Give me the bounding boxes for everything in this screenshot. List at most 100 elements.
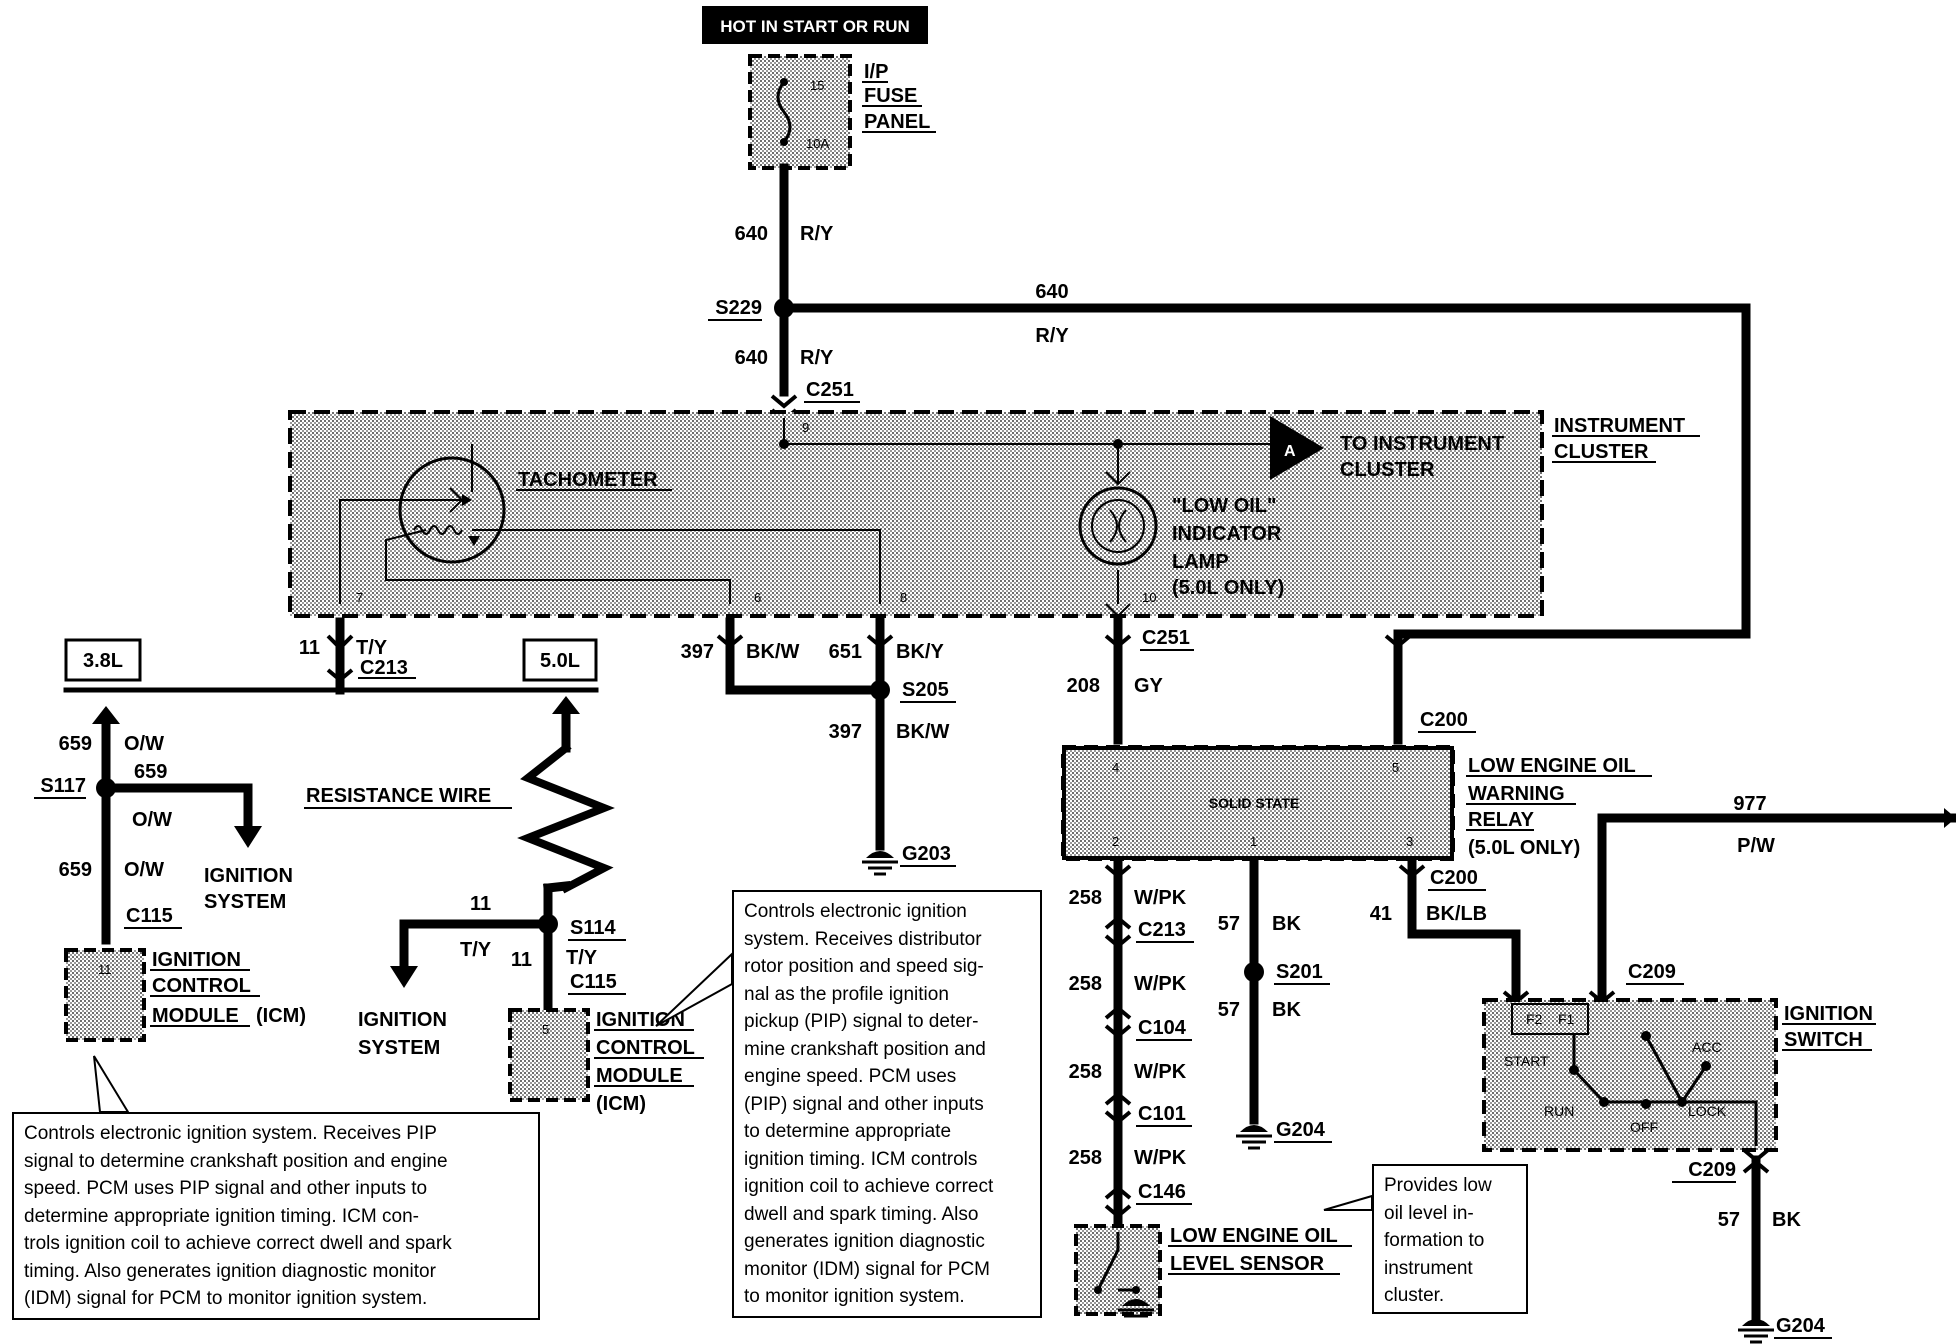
- note-left-line-3: speed. PCM uses PIP signal and other inp…: [24, 1178, 428, 1199]
- splice-s201-dot: [1244, 962, 1264, 982]
- ignition-system-right-2: SYSTEM: [358, 1037, 440, 1059]
- label-208: 208: [1067, 675, 1100, 697]
- note-right-line-3: formation to: [1384, 1230, 1485, 1251]
- label-bk-s201-bottom: BK: [1272, 999, 1301, 1021]
- label-659-bottom: 659: [59, 859, 92, 881]
- tachometer-gauge: [396, 456, 506, 564]
- ignition-switch-line-2: SWITCH: [1784, 1029, 1863, 1051]
- label-640-loop: 640: [1035, 281, 1068, 303]
- note-middle-line-3: rotor position and speed sig-: [744, 956, 984, 977]
- label-c115-left: C115: [126, 905, 173, 927]
- label-s229: S229: [715, 297, 762, 319]
- resistance-wire-label: RESISTANCE WIRE: [306, 785, 491, 807]
- note-left-line-5: trols ignition coil to achieve correct d…: [24, 1233, 452, 1254]
- resistance-wire-zigzag: [517, 742, 615, 894]
- fuse-number: 15: [810, 78, 824, 93]
- ground-g203: [862, 851, 898, 876]
- splice-s229-dot: [774, 298, 794, 318]
- switch-lock: LOCK: [1688, 1103, 1727, 1119]
- label-c209-top: C209: [1628, 961, 1676, 983]
- pin-6: 6: [754, 590, 761, 605]
- arrow-977-right: [1944, 808, 1956, 828]
- label-c251-top: C251: [806, 379, 854, 401]
- wires: [63, 163, 1956, 1325]
- switch-f2: F2: [1526, 1011, 1543, 1027]
- label-ow-bottom: O/W: [124, 859, 164, 881]
- note-left-line-6: timing. Also generates ignition diagnost…: [24, 1260, 436, 1282]
- label-ry-top: R/Y: [800, 223, 834, 245]
- label-s117: S117: [40, 775, 86, 797]
- label-640-mid: 640: [735, 347, 768, 369]
- relay-inner-label: SOLID STATE: [1209, 795, 1299, 811]
- label-11-tach: 11: [299, 637, 320, 659]
- wire-640-loop: [779, 303, 1751, 745]
- label-c104: C104: [1138, 1017, 1187, 1039]
- note-middle-line-5: pickup (PIP) signal to deter-: [744, 1011, 979, 1032]
- low-oil-warning-relay: SOLID STATE 4 5 2 1 3: [1061, 745, 1455, 861]
- icm-left: 11 IGNITION CONTROL MODULE (ICM): [64, 948, 306, 1042]
- engine-option-3-8l: 3.8L: [83, 650, 123, 672]
- label-c200-bottom: C200: [1430, 867, 1478, 889]
- note-icm-right: Controls electronic ignition system. Rec…: [732, 890, 1042, 1318]
- label-bkw-gnd: BK/W: [896, 721, 949, 743]
- splice-s205-dot: [870, 680, 890, 700]
- label-pw: P/W: [1737, 835, 1775, 857]
- connector-a-triangle: [1270, 416, 1324, 480]
- wire-41-bklb: [1407, 857, 1521, 1005]
- label-bk-switch: BK: [1772, 1209, 1801, 1231]
- switch-acc: ACC: [1692, 1039, 1722, 1055]
- label-c213-sensor: C213: [1138, 919, 1186, 941]
- relay-line-3: RELAY: [1468, 809, 1535, 831]
- arrow-659-up: [92, 706, 120, 724]
- label-57-s201-bottom: 57: [1218, 999, 1240, 1021]
- label-ty-branch: T/Y: [460, 939, 492, 961]
- ignition-switch-line-1: IGNITION: [1784, 1003, 1873, 1025]
- low-oil-level-sensor: [1074, 1224, 1162, 1318]
- wire-659-branch: [101, 783, 253, 835]
- fuse-panel-line-3: PANEL: [864, 111, 930, 133]
- note-icm-left: Controls electronic ignition system. Rec…: [12, 1112, 540, 1320]
- switch-f1: F1: [1558, 1011, 1575, 1027]
- to-cluster-line-1: TO INSTRUMENT: [1340, 433, 1504, 455]
- fuse-rating: 10A: [806, 136, 829, 151]
- lamp-line-1: "LOW OIL": [1172, 495, 1277, 517]
- relay-pin-4: 4: [1112, 760, 1119, 775]
- note-middle-line-7: engine speed. PCM uses: [744, 1066, 957, 1087]
- pin-7: 7: [356, 590, 363, 605]
- label-258-3: 258: [1069, 1061, 1102, 1083]
- relay-line-2: WARNING: [1468, 783, 1565, 805]
- label-ry-mid: R/Y: [800, 347, 834, 369]
- label-57-s201-top: 57: [1218, 913, 1240, 935]
- label-ry-loop: R/Y: [1035, 325, 1069, 347]
- note-right-line-5: cluster.: [1384, 1285, 1445, 1306]
- icm-left-line-2: CONTROL: [152, 975, 251, 997]
- instrument-cluster-title-2: CLUSTER: [1554, 441, 1649, 463]
- note-left-line-4: determine appropriate ignition timing. I…: [24, 1205, 419, 1227]
- note-left-line-2: signal to determine crankshaft position …: [24, 1150, 448, 1172]
- ignition-switch: F2 F1 START RUN OFF LOCK ACC: [1482, 998, 1778, 1152]
- label-659-branch: 659: [134, 761, 167, 783]
- note-middle-line-10: ignition timing. ICM controls: [744, 1148, 978, 1170]
- ignition-system-left-2: SYSTEM: [204, 891, 286, 913]
- ignition-system-left-1: IGNITION: [204, 865, 293, 887]
- label-651: 651: [829, 641, 862, 663]
- note-middle-line-9: to determine appropriate: [744, 1121, 952, 1142]
- label-ow-top: O/W: [124, 733, 164, 755]
- label-wpk-2: W/PK: [1134, 973, 1187, 995]
- label-s201: S201: [1276, 961, 1323, 983]
- fuse-panel: 15 10A I/P FUSE PANEL: [748, 54, 936, 170]
- splice-s117-dot: [96, 778, 116, 798]
- note-left-line-7: (IDM) signal for PCM to monitor ignition…: [24, 1288, 428, 1309]
- sensor-line-2: LEVEL SENSOR: [1170, 1253, 1325, 1275]
- note-middle-line-2: system. Receives distributor: [744, 928, 982, 950]
- note-middle-line-4: nal as the profile ignition: [744, 983, 949, 1005]
- lamp-line-4: (5.0L ONLY): [1172, 577, 1284, 599]
- label-c115-right: C115: [570, 971, 617, 993]
- label-258-4: 258: [1069, 1147, 1102, 1169]
- switch-off: OFF: [1630, 1119, 1658, 1135]
- label-c146: C146: [1138, 1181, 1186, 1203]
- note-right-line-4: instrument: [1384, 1257, 1473, 1279]
- tachometer-label: TACHOMETER: [518, 469, 658, 491]
- label-wpk-1: W/PK: [1134, 887, 1187, 909]
